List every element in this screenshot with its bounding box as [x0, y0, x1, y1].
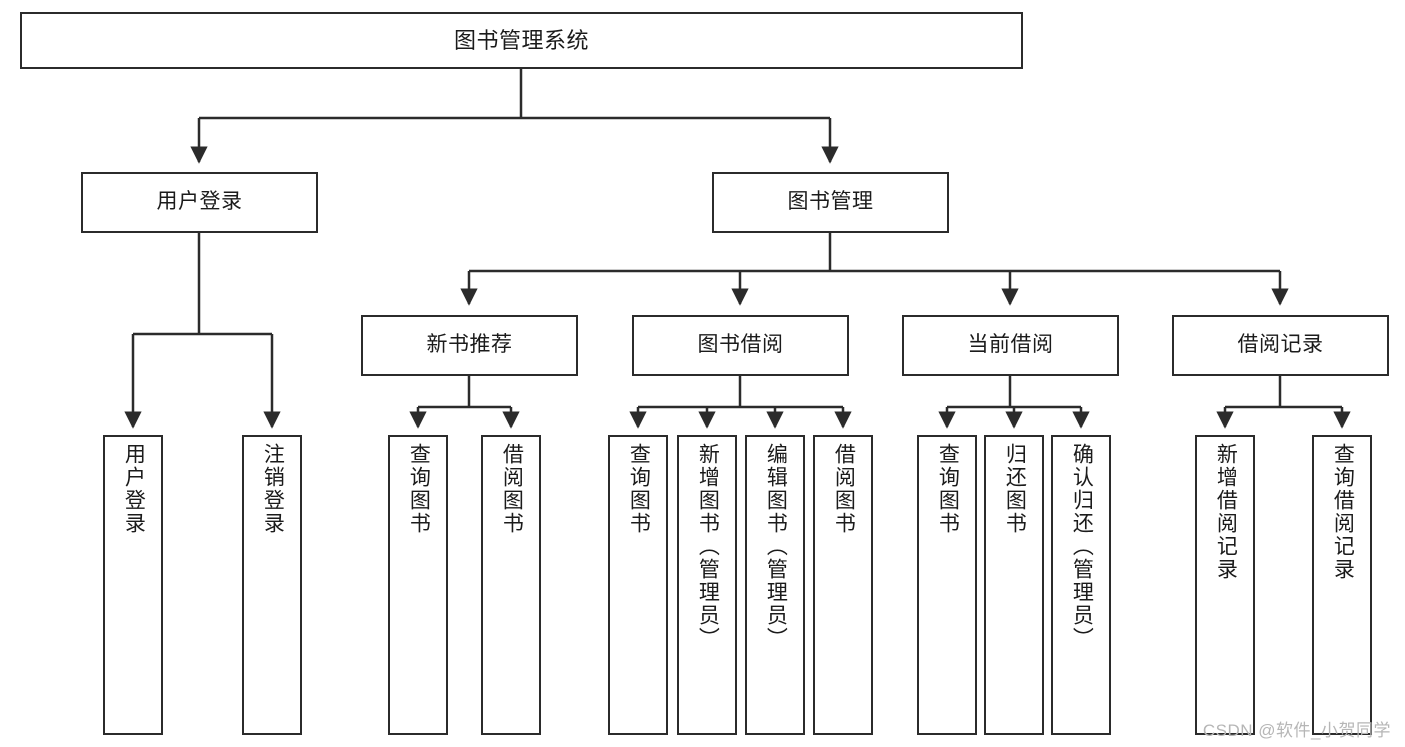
node-label: 归还图书	[1003, 443, 1027, 535]
leaf-confirm-return-admin[interactable]: 确认归还（管理员）	[1051, 435, 1111, 735]
leaf-borrow-books-newbook[interactable]: 借阅图书	[481, 435, 541, 735]
leaf-query-books-borrow[interactable]: 查询图书	[608, 435, 668, 735]
node-label: 当前借阅	[967, 333, 1054, 357]
node-label: 借阅图书	[500, 443, 524, 535]
leaf-query-books-newbook[interactable]: 查询图书	[388, 435, 448, 735]
node-label: 查询借阅记录	[1331, 443, 1355, 581]
leaf-edit-book-admin[interactable]: 编辑图书（管理员）	[745, 435, 805, 735]
node-label: 注销登录	[261, 443, 285, 535]
leaf-query-borrow-record[interactable]: 查询借阅记录	[1312, 435, 1372, 735]
node-label: 借阅记录	[1237, 333, 1324, 357]
node-label: 查询图书	[627, 443, 651, 535]
node-label: 确认归还（管理员）	[1070, 443, 1094, 650]
node-label: 图书借阅	[697, 333, 784, 357]
node-borrowing-record[interactable]: 借阅记录	[1172, 315, 1389, 376]
leaf-query-books-current[interactable]: 查询图书	[917, 435, 977, 735]
leaf-add-borrow-record[interactable]: 新增借阅记录	[1195, 435, 1255, 735]
node-root-system[interactable]: 图书管理系统	[20, 12, 1023, 69]
node-label: 图书管理	[787, 190, 874, 214]
leaf-user-login[interactable]: 用户登录	[103, 435, 163, 735]
leaf-add-book-admin[interactable]: 新增图书（管理员）	[677, 435, 737, 735]
node-book-management[interactable]: 图书管理	[712, 172, 949, 233]
node-label: 新增图书（管理员）	[696, 443, 720, 650]
node-label: 用户登录	[156, 190, 243, 214]
csdn-watermark: CSDN @软件_小贺同学	[1202, 721, 1391, 740]
node-label: 新增借阅记录	[1214, 443, 1238, 581]
leaf-borrow-books-borrow[interactable]: 借阅图书	[813, 435, 873, 735]
node-book-borrowing[interactable]: 图书借阅	[632, 315, 849, 376]
node-new-book-recommendation[interactable]: 新书推荐	[361, 315, 578, 376]
node-label: 编辑图书（管理员）	[764, 443, 788, 650]
node-label: 图书管理系统	[453, 27, 589, 53]
node-label: 借阅图书	[832, 443, 856, 535]
leaf-return-books[interactable]: 归还图书	[984, 435, 1044, 735]
node-label: 查询图书	[936, 443, 960, 535]
node-label: 新书推荐	[426, 333, 513, 357]
leaf-logout[interactable]: 注销登录	[242, 435, 302, 735]
node-current-borrowing[interactable]: 当前借阅	[902, 315, 1119, 376]
node-label: 用户登录	[122, 443, 146, 535]
node-user-login[interactable]: 用户登录	[81, 172, 318, 233]
node-label: 查询图书	[407, 443, 431, 535]
